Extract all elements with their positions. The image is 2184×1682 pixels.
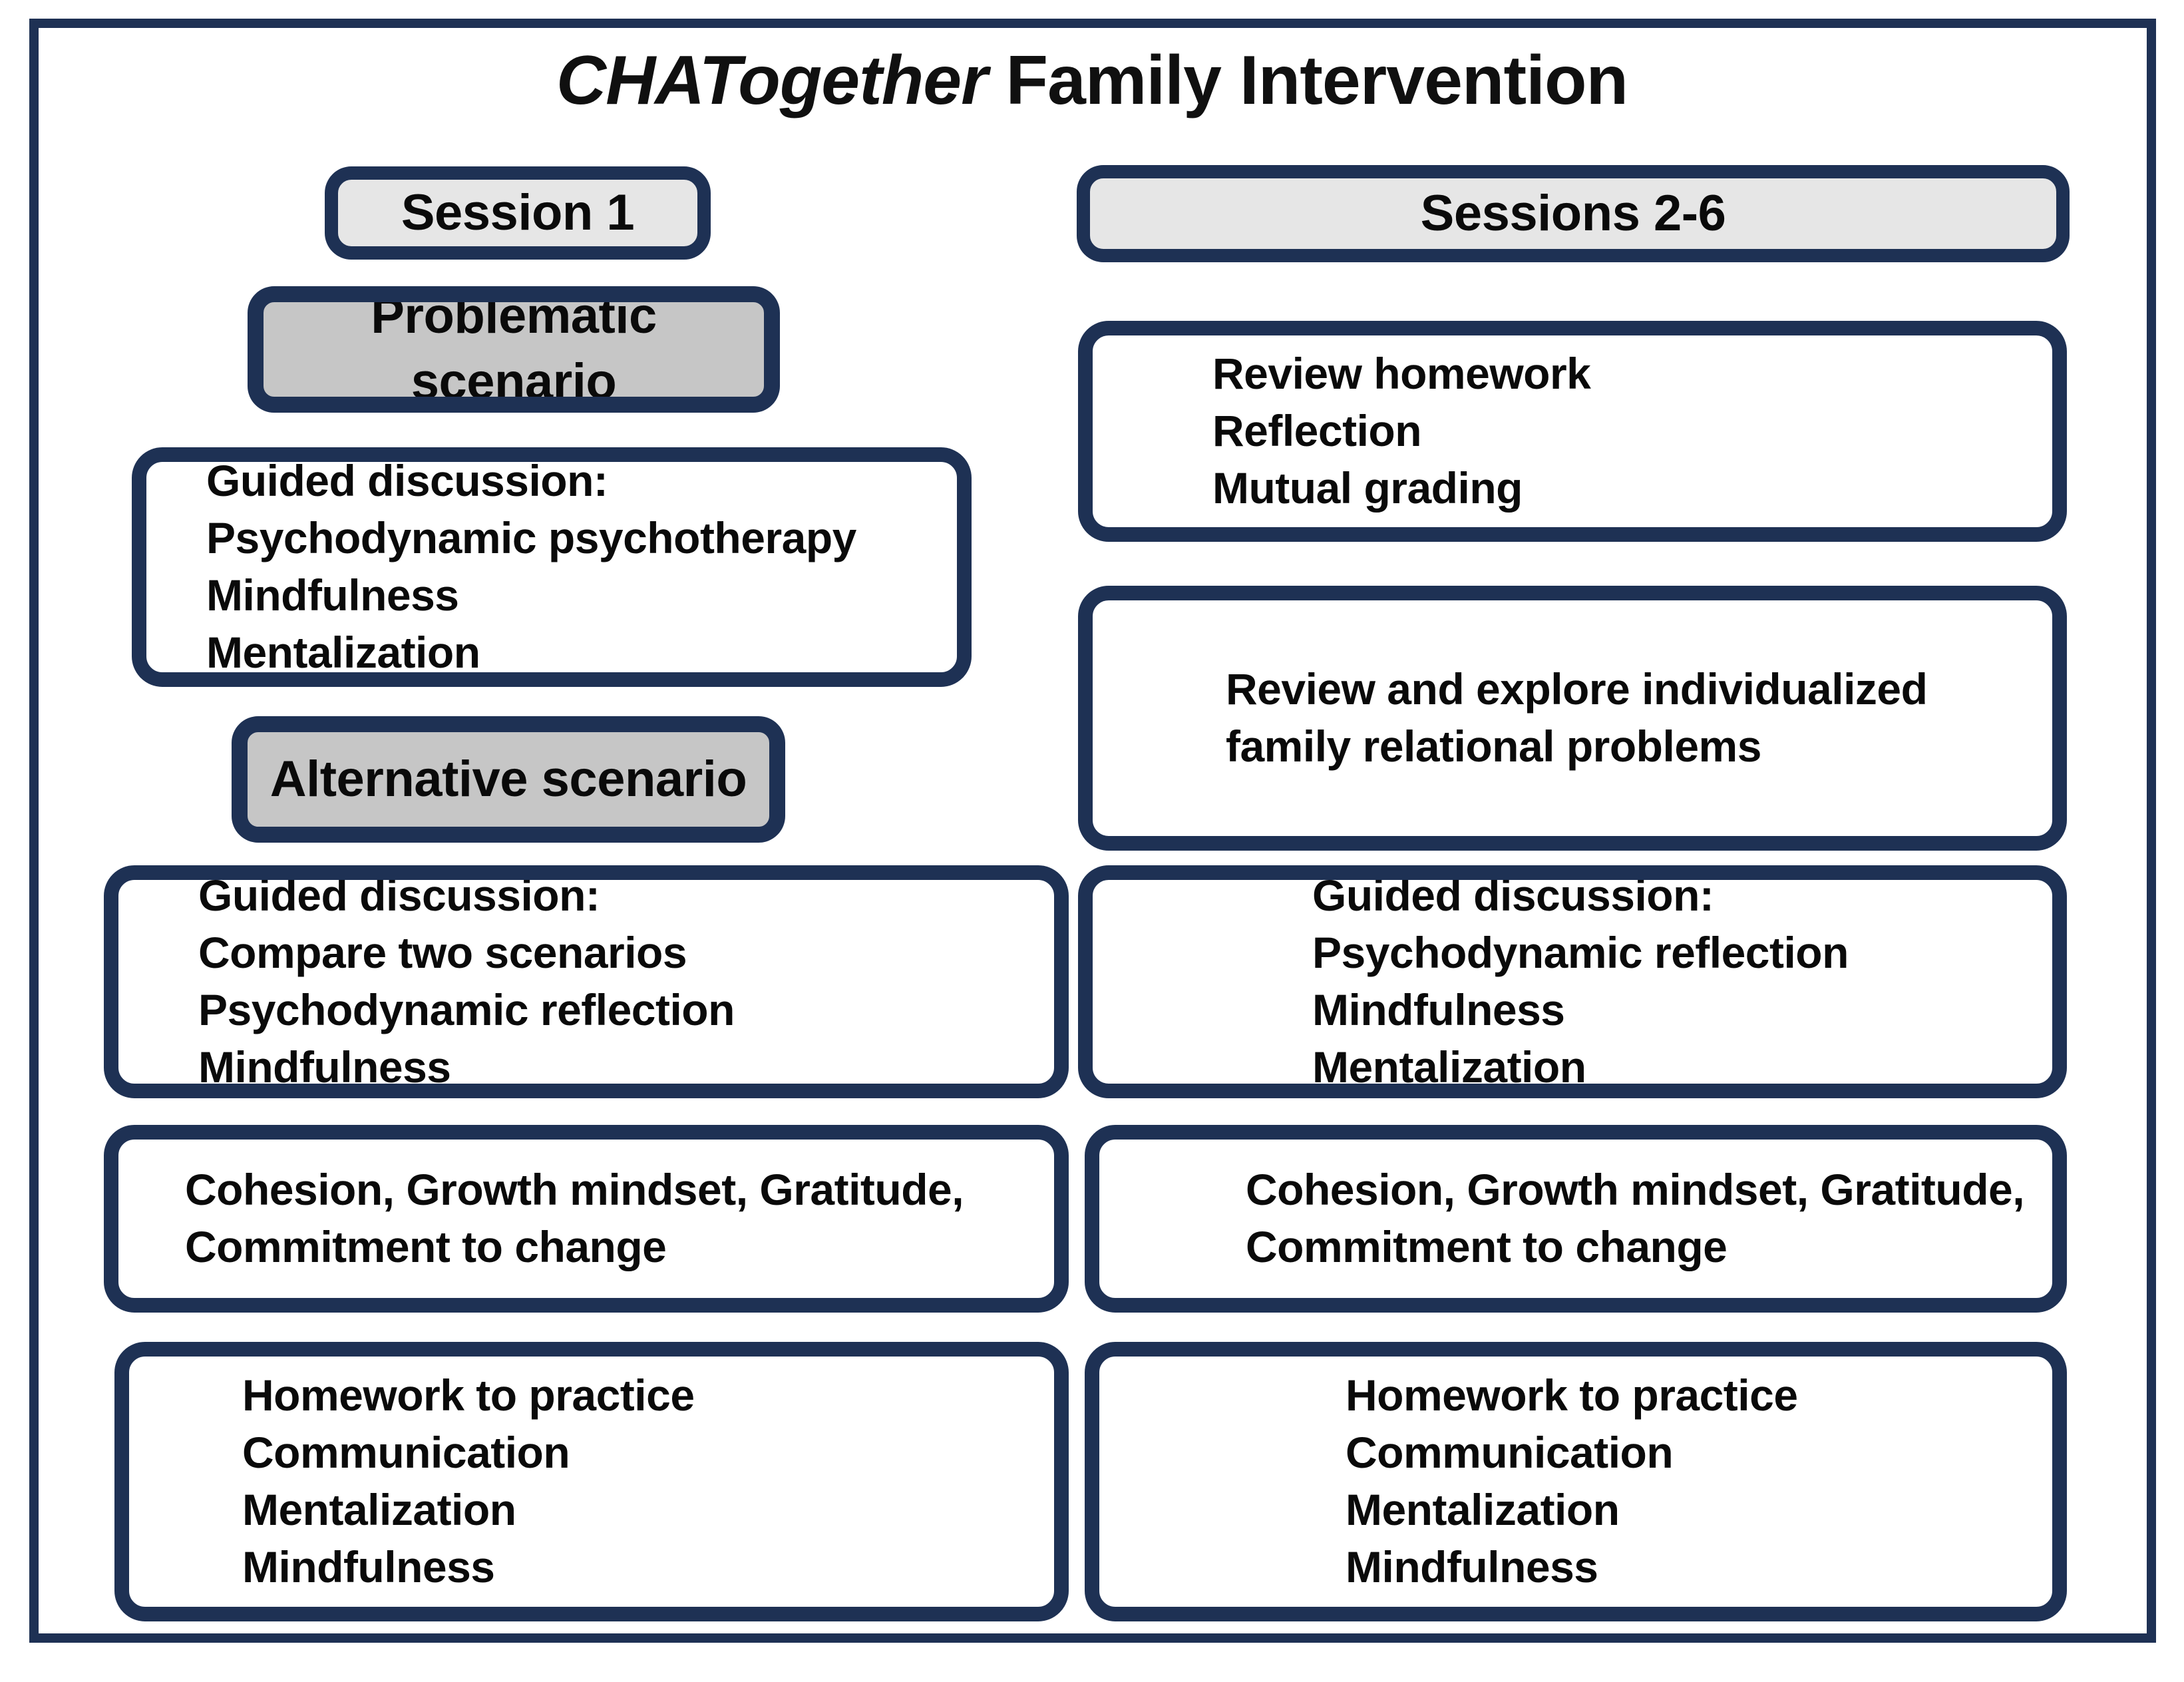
list-item: Guided discussion: (206, 456, 608, 506)
list-item: Mindfulness (1312, 985, 1565, 1034)
sessions-2-6-values-lines: Cohesion, Growth mindset, Gratitude, Com… (1099, 1161, 2052, 1276)
list-item: Guided discussion: (1312, 871, 1714, 921)
list-item: Mentalization (1312, 1042, 1586, 1092)
list-item: Commitment to change (185, 1222, 667, 1271)
list-item: family relational problems (1226, 722, 1761, 771)
list-item: Mindfulness (1346, 1542, 1598, 1591)
session-1-guided-discussion-box[interactable]: Guided discussion: Psychodynamic psychot… (132, 447, 972, 687)
session-1-guided-discussion-2-lines: Guided discussion: Compare two scenarios… (118, 871, 1054, 1092)
list-item: Psychodynamic reflection (1312, 928, 1849, 978)
list-item: Review homework (1212, 349, 1591, 399)
sessions-2-6-homework-lines: Homework to practice Communication Menta… (1099, 1367, 2052, 1595)
problematic-scenario-box[interactable]: Problematic scenario (248, 286, 780, 413)
session-1-values-lines: Cohesion, Growth mindset, Gratitude, Com… (118, 1161, 1054, 1276)
sessions-2-6-explore-lines: Review and explore individualized family… (1093, 661, 2052, 775)
list-item: Commitment to change (1246, 1222, 1728, 1271)
figure-title: CHATogether Family Intervention (0, 41, 2184, 120)
list-item: Psychodynamic psychotherapy (206, 513, 856, 563)
list-item: Reflection (1212, 406, 1422, 456)
session-1-header[interactable]: Session 1 (325, 166, 711, 260)
session-1-guided-discussion-lines: Guided discussion: Psychodynamic psychot… (146, 456, 957, 677)
sessions-2-6-guided-discussion-box[interactable]: Guided discussion: Psychodynamic reflect… (1078, 865, 2067, 1098)
list-item: Mentalization (1346, 1485, 1620, 1534)
list-item: Compare two scenarios (198, 928, 687, 978)
session-1-homework-box[interactable]: Homework to practice Communication Menta… (114, 1342, 1069, 1621)
sessions-2-6-header[interactable]: Sessions 2-6 (1077, 165, 2070, 262)
list-item: Review and explore individualized (1226, 664, 1928, 714)
list-item: Guided discussion: (198, 871, 600, 921)
list-item: Mutual grading (1212, 463, 1523, 513)
session-1-values-box[interactable]: Cohesion, Growth mindset, Gratitude, Com… (104, 1125, 1069, 1313)
list-item: Cohesion, Growth mindset, Gratitude, (185, 1165, 964, 1215)
problematic-scenario-label: Problematic scenario (371, 288, 657, 410)
list-item: Mindfulness (206, 570, 459, 620)
list-item: Mentalization (206, 627, 480, 677)
list-item: Homework to practice (242, 1370, 695, 1420)
sessions-2-6-review-lines: Review homework Reflection Mutual gradin… (1093, 345, 2052, 517)
sessions-2-6-review-box[interactable]: Review homework Reflection Mutual gradin… (1078, 321, 2067, 542)
session-1-header-label: Session 1 (401, 184, 635, 241)
sessions-2-6-explore-box[interactable]: Review and explore individualized family… (1078, 586, 2067, 851)
list-item: Communication (1346, 1428, 1674, 1478)
session-1-homework-lines: Homework to practice Communication Menta… (129, 1367, 1054, 1595)
session-1-guided-discussion-2-box[interactable]: Guided discussion: Compare two scenarios… (104, 865, 1069, 1098)
list-item: Communication (242, 1428, 570, 1478)
list-item: Cohesion, Growth mindset, Gratitude, (1246, 1165, 2025, 1215)
figure-title-brand: CHATogether (556, 42, 988, 119)
list-item: Psychodynamic reflection (198, 985, 735, 1034)
list-item: Mindfulness (198, 1042, 451, 1092)
sessions-2-6-homework-box[interactable]: Homework to practice Communication Menta… (1085, 1342, 2067, 1621)
list-item: Homework to practice (1346, 1370, 1798, 1420)
sessions-2-6-header-label: Sessions 2-6 (1420, 184, 1726, 242)
alternative-scenario-label: Alternative scenario (270, 750, 747, 807)
alternative-scenario-box[interactable]: Alternative scenario (232, 716, 785, 843)
figure-title-rest: Family Intervention (987, 42, 1629, 119)
sessions-2-6-values-box[interactable]: Cohesion, Growth mindset, Gratitude, Com… (1085, 1125, 2067, 1313)
sessions-2-6-guided-discussion-lines: Guided discussion: Psychodynamic reflect… (1093, 871, 2052, 1092)
list-item: Mentalization (242, 1485, 516, 1534)
list-item: Mindfulness (242, 1542, 495, 1591)
